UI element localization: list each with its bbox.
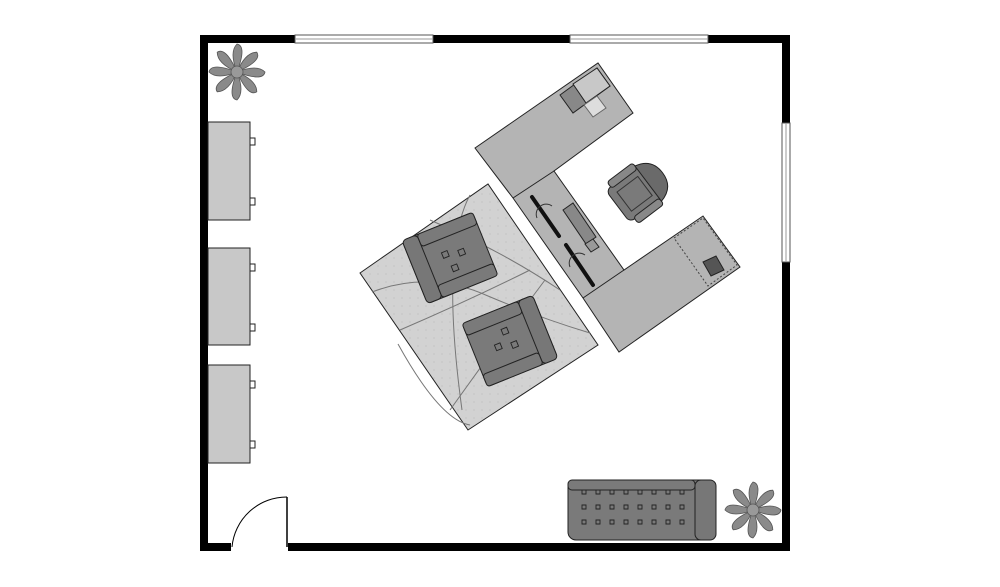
window-top-right — [569, 34, 709, 44]
window-right — [781, 122, 791, 263]
door[interactable] — [231, 496, 288, 552]
cabinet-1 — [207, 121, 256, 221]
plant-top-left — [208, 43, 266, 101]
window-top-left — [294, 34, 434, 44]
monitor-1 — [530, 195, 561, 238]
device — [702, 255, 725, 277]
l-shaped-desk — [474, 62, 741, 353]
cabinet-2 — [207, 247, 256, 346]
cabinet-3 — [207, 364, 256, 464]
printer — [559, 67, 611, 118]
keyboard — [562, 202, 600, 253]
monitor-2 — [564, 243, 595, 287]
sofa — [567, 479, 717, 541]
office-chair[interactable] — [602, 152, 678, 227]
plant-bottom-right — [724, 481, 782, 539]
